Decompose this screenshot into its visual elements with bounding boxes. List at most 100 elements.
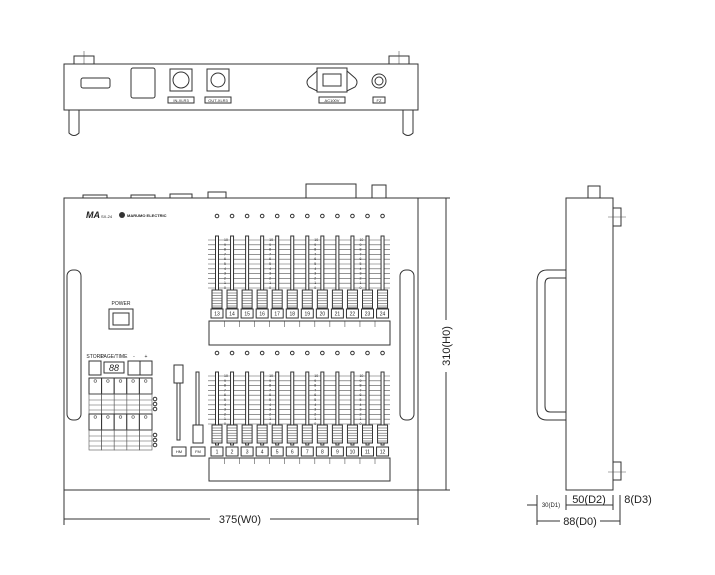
scale-tick: 10: [269, 374, 273, 378]
led-indicator: [152, 396, 158, 402]
fuse-label: FZ: [377, 98, 382, 103]
scene-button[interactable]: [126, 413, 140, 431]
fader-track: [305, 371, 310, 446]
scene-button[interactable]: [101, 377, 115, 395]
scene-button[interactable]: [113, 413, 128, 431]
d3-dimension: 8(D3): [624, 494, 652, 506]
fader-knob[interactable]: [377, 424, 389, 444]
scale-tick: 8: [269, 248, 271, 252]
scale-tick: 8: [224, 248, 226, 252]
scale-tick: 3: [269, 272, 271, 276]
plus-button[interactable]: [139, 360, 153, 376]
scale-tick: 7: [269, 388, 271, 392]
logo-model: SX-24: [101, 214, 113, 219]
scene-button[interactable]: [126, 377, 140, 395]
hm-fader-knob[interactable]: [173, 364, 184, 384]
scribble-strip: [208, 320, 391, 346]
channel-label-box: [330, 308, 344, 319]
fader-knob[interactable]: [331, 424, 343, 444]
scene-button[interactable]: [88, 413, 103, 431]
channel-number: 23: [365, 312, 371, 318]
scale-tick: 9: [224, 379, 226, 383]
fader-knob[interactable]: [226, 289, 238, 309]
channel-label-box: [361, 308, 374, 319]
front-view: MA SX-24 MARUMO ELECTRIC POWER STORE PAG…: [63, 183, 419, 491]
fader-knob[interactable]: [286, 424, 298, 444]
fader-knob[interactable]: [211, 289, 223, 309]
scale-tick: 7: [224, 388, 226, 392]
scale-tick: 3: [314, 408, 316, 412]
channel-label-box: [240, 308, 254, 319]
fader-knob[interactable]: [346, 424, 358, 444]
fader-knob[interactable]: [316, 424, 328, 444]
scene-button[interactable]: [113, 377, 128, 395]
fader-knob[interactable]: [301, 289, 313, 309]
scene-button[interactable]: [101, 413, 115, 431]
fader-knob[interactable]: [377, 289, 389, 309]
scale-tick: 5: [269, 262, 271, 266]
channel-number: 1: [216, 450, 219, 456]
fader-knob[interactable]: [271, 289, 283, 309]
led-indicator: [365, 350, 370, 356]
scene-button[interactable]: [138, 413, 153, 431]
fader-knob[interactable]: [331, 289, 343, 309]
dmx-out-connector: [206, 68, 230, 92]
fader-knob[interactable]: [241, 289, 253, 309]
led-indicator: [244, 213, 250, 219]
brand-name: MARUMO ELECTRIC: [127, 213, 167, 218]
scale-tick: 4: [359, 403, 361, 407]
scale-tick: 5: [314, 262, 316, 266]
minus-button[interactable]: [127, 360, 141, 376]
channel-number: 10: [350, 450, 356, 456]
fader-knob[interactable]: [256, 424, 268, 444]
scale-tick: 3: [314, 272, 316, 276]
led-indicator: [274, 213, 280, 219]
store-button[interactable]: [88, 360, 102, 376]
fader-knob[interactable]: [226, 424, 238, 444]
fader-knob[interactable]: [362, 289, 373, 309]
scene-button[interactable]: [138, 377, 153, 395]
fader-track: [275, 371, 280, 446]
scale-tick: 1: [359, 417, 361, 421]
fader-knob[interactable]: [211, 424, 223, 444]
fader-knob[interactable]: [346, 289, 358, 309]
fader-track: [335, 371, 340, 446]
scale-tick: 8: [359, 248, 361, 252]
scale-tick: 6: [224, 257, 226, 261]
in-xlr-label: IN-XLR3: [173, 98, 189, 103]
hm-button[interactable]: [171, 446, 187, 457]
led-indicator: [289, 213, 295, 219]
channel-number: 13: [214, 312, 220, 318]
fader-track: [365, 371, 370, 446]
scale-tick: 4: [359, 267, 361, 271]
fader-knob[interactable]: [316, 289, 328, 309]
channel-number: 16: [259, 312, 265, 318]
fader-knob[interactable]: [271, 424, 283, 444]
fader-knob[interactable]: [286, 289, 298, 309]
scale-tick: 0: [269, 422, 271, 426]
out-xlr-label: OUT-XLR3: [208, 98, 228, 103]
scale-tick: 2: [269, 276, 271, 280]
fader-knob[interactable]: [241, 424, 253, 444]
scale-tick: 9: [359, 379, 361, 383]
fm-button[interactable]: [190, 446, 206, 457]
fm-fader-knob[interactable]: [192, 424, 204, 444]
fader-knob[interactable]: [362, 424, 373, 444]
channel-label-box: [376, 446, 390, 457]
fader-knob[interactable]: [301, 424, 313, 444]
power-switch[interactable]: [108, 308, 134, 330]
fader-knob[interactable]: [256, 289, 268, 309]
led-indicator: [305, 213, 310, 219]
dimensions: 310(H0) 375(W0) 30(D1) 50(D2) 8(D3) 88(D…: [63, 197, 652, 528]
scale-tick: 5: [314, 398, 316, 402]
scene-button[interactable]: [88, 377, 103, 395]
scale-tick: 6: [359, 257, 361, 261]
led-indicator: [214, 213, 220, 219]
d2-dimension: 50(D2): [572, 494, 606, 506]
scale-tick: 0: [314, 422, 316, 426]
front-panel: [63, 197, 419, 491]
channel-label-box: [225, 446, 239, 457]
channel-number: 19: [305, 312, 311, 318]
